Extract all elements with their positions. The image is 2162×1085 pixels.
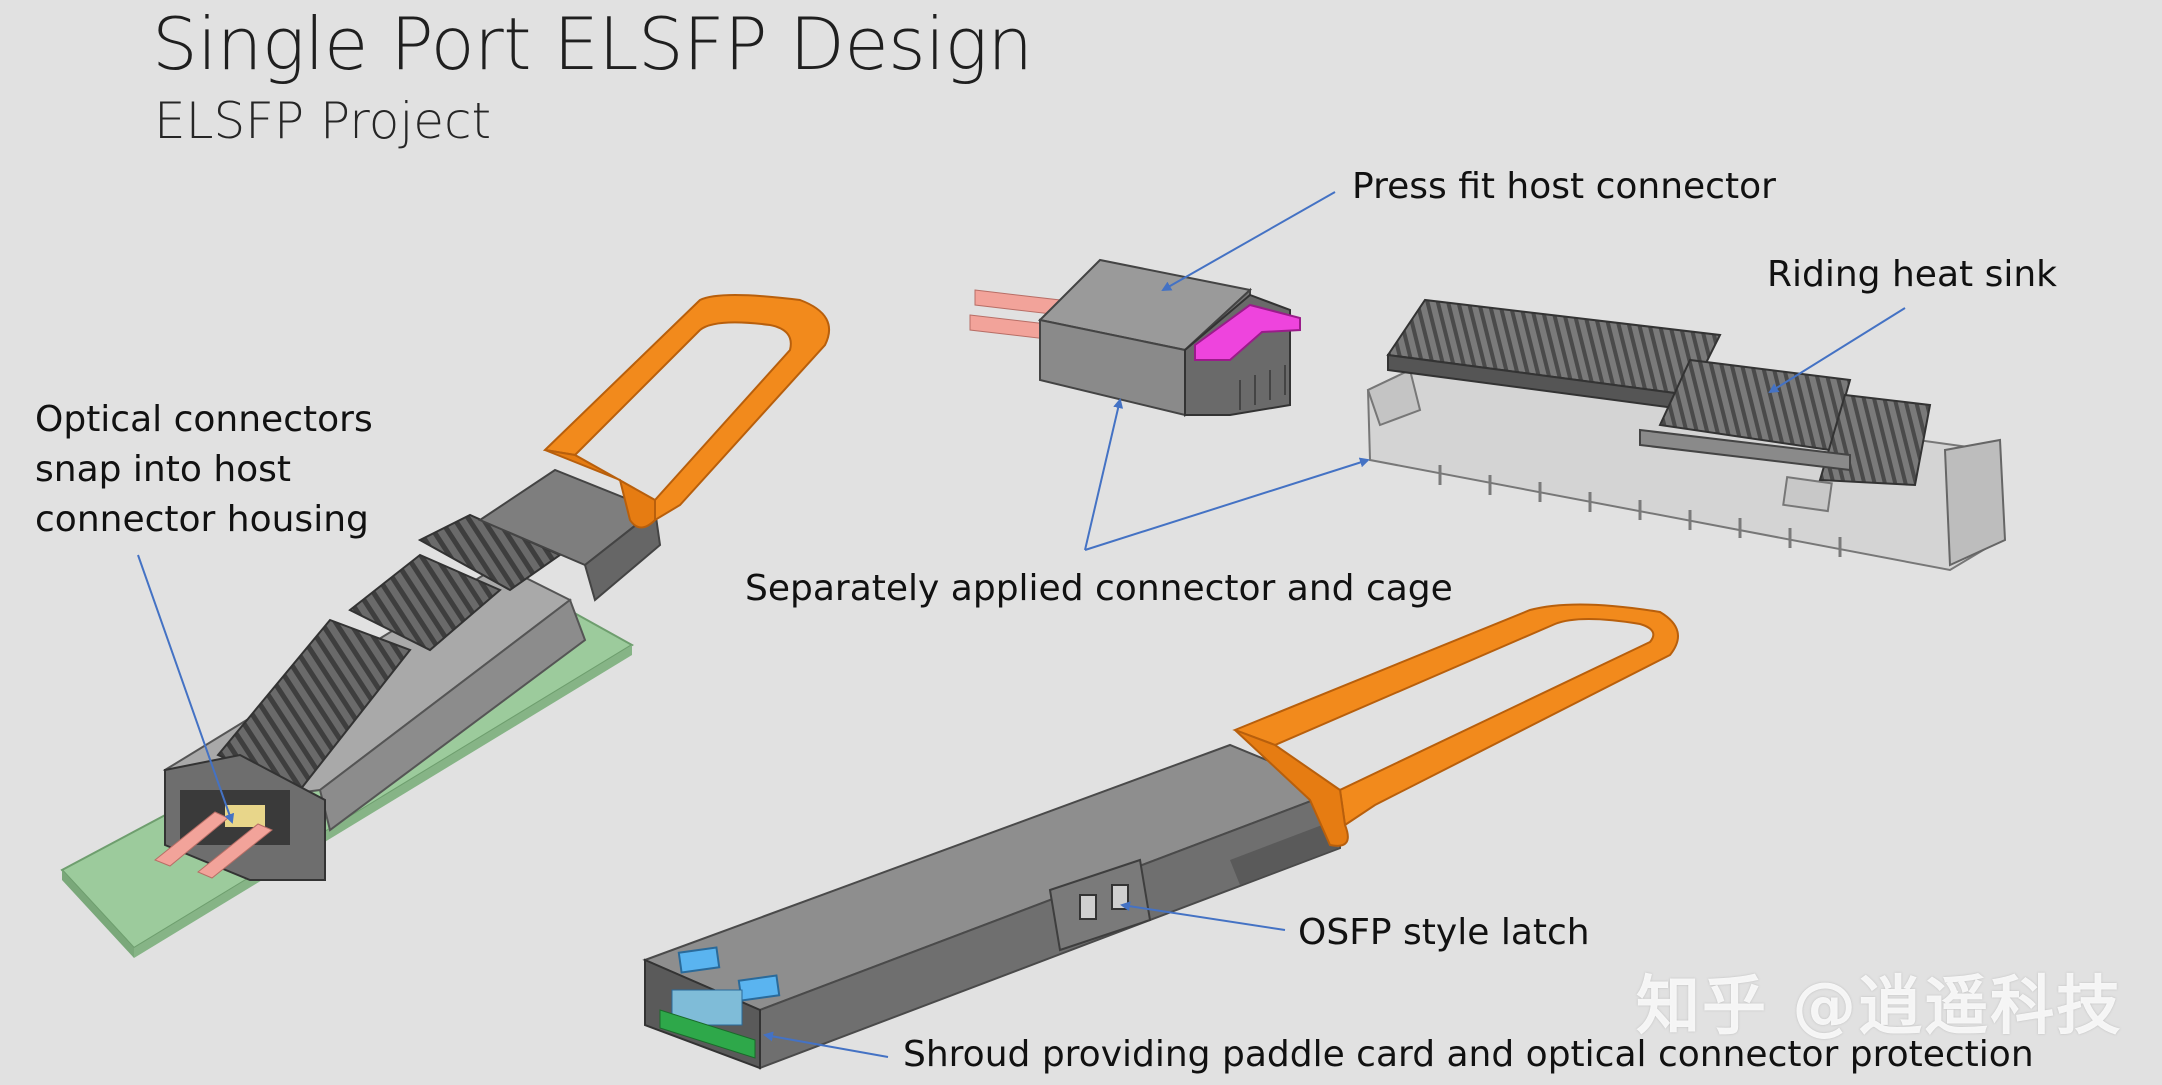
arrow-separately-connector [1084,398,1124,551]
arrow-optical-connectors [137,554,235,824]
arrow-heat-sink [1768,307,1906,394]
label-osfp-latch: OSFP style latch [1298,912,1590,953]
press-fit-highlight [1194,303,1301,361]
left-assembly [60,294,830,958]
press-fit-fiber-1 [974,289,1061,316]
left-heat-sink-2 [348,553,502,652]
arrow-press-fit [1161,191,1336,291]
arrow-separately-cage [1084,457,1370,551]
riding-heat-sink-2 [1658,358,1852,452]
paddle-card [659,1009,756,1059]
optical-port-2 [737,974,781,1002]
label-separately-applied: Separately applied connector and cage [745,568,1453,609]
bottom-module-art [642,603,1679,1070]
label-optical-connectors: Optical connectors snap into host connec… [35,399,373,540]
slide-subtitle: ELSFP Project [154,92,492,150]
optical-port-1 [677,946,721,974]
label-riding-heat-sink: Riding heat sink [1767,254,2057,295]
watermark: 知乎 @逍遥科技 [1636,970,2123,1044]
arrow-osfp-latch [1120,901,1286,931]
arrow-shroud [763,1031,889,1058]
cage-heat-sink-art [1366,298,2007,572]
left-pull-tab [542,294,830,522]
cage-front-opening [1943,438,2007,567]
callout-arrows [137,191,1906,1058]
label-shroud: Shroud providing paddle card and optical… [903,1034,2034,1075]
left-fiber-2 [197,823,273,879]
press-fit-connector-art [969,258,1301,418]
label-press-fit: Press fit host connector [1352,166,1776,207]
slide-title: Single Port ELSFP Design [152,2,1033,86]
osfp-latch [1048,858,1152,952]
bottom-pull-tab [1232,603,1679,827]
